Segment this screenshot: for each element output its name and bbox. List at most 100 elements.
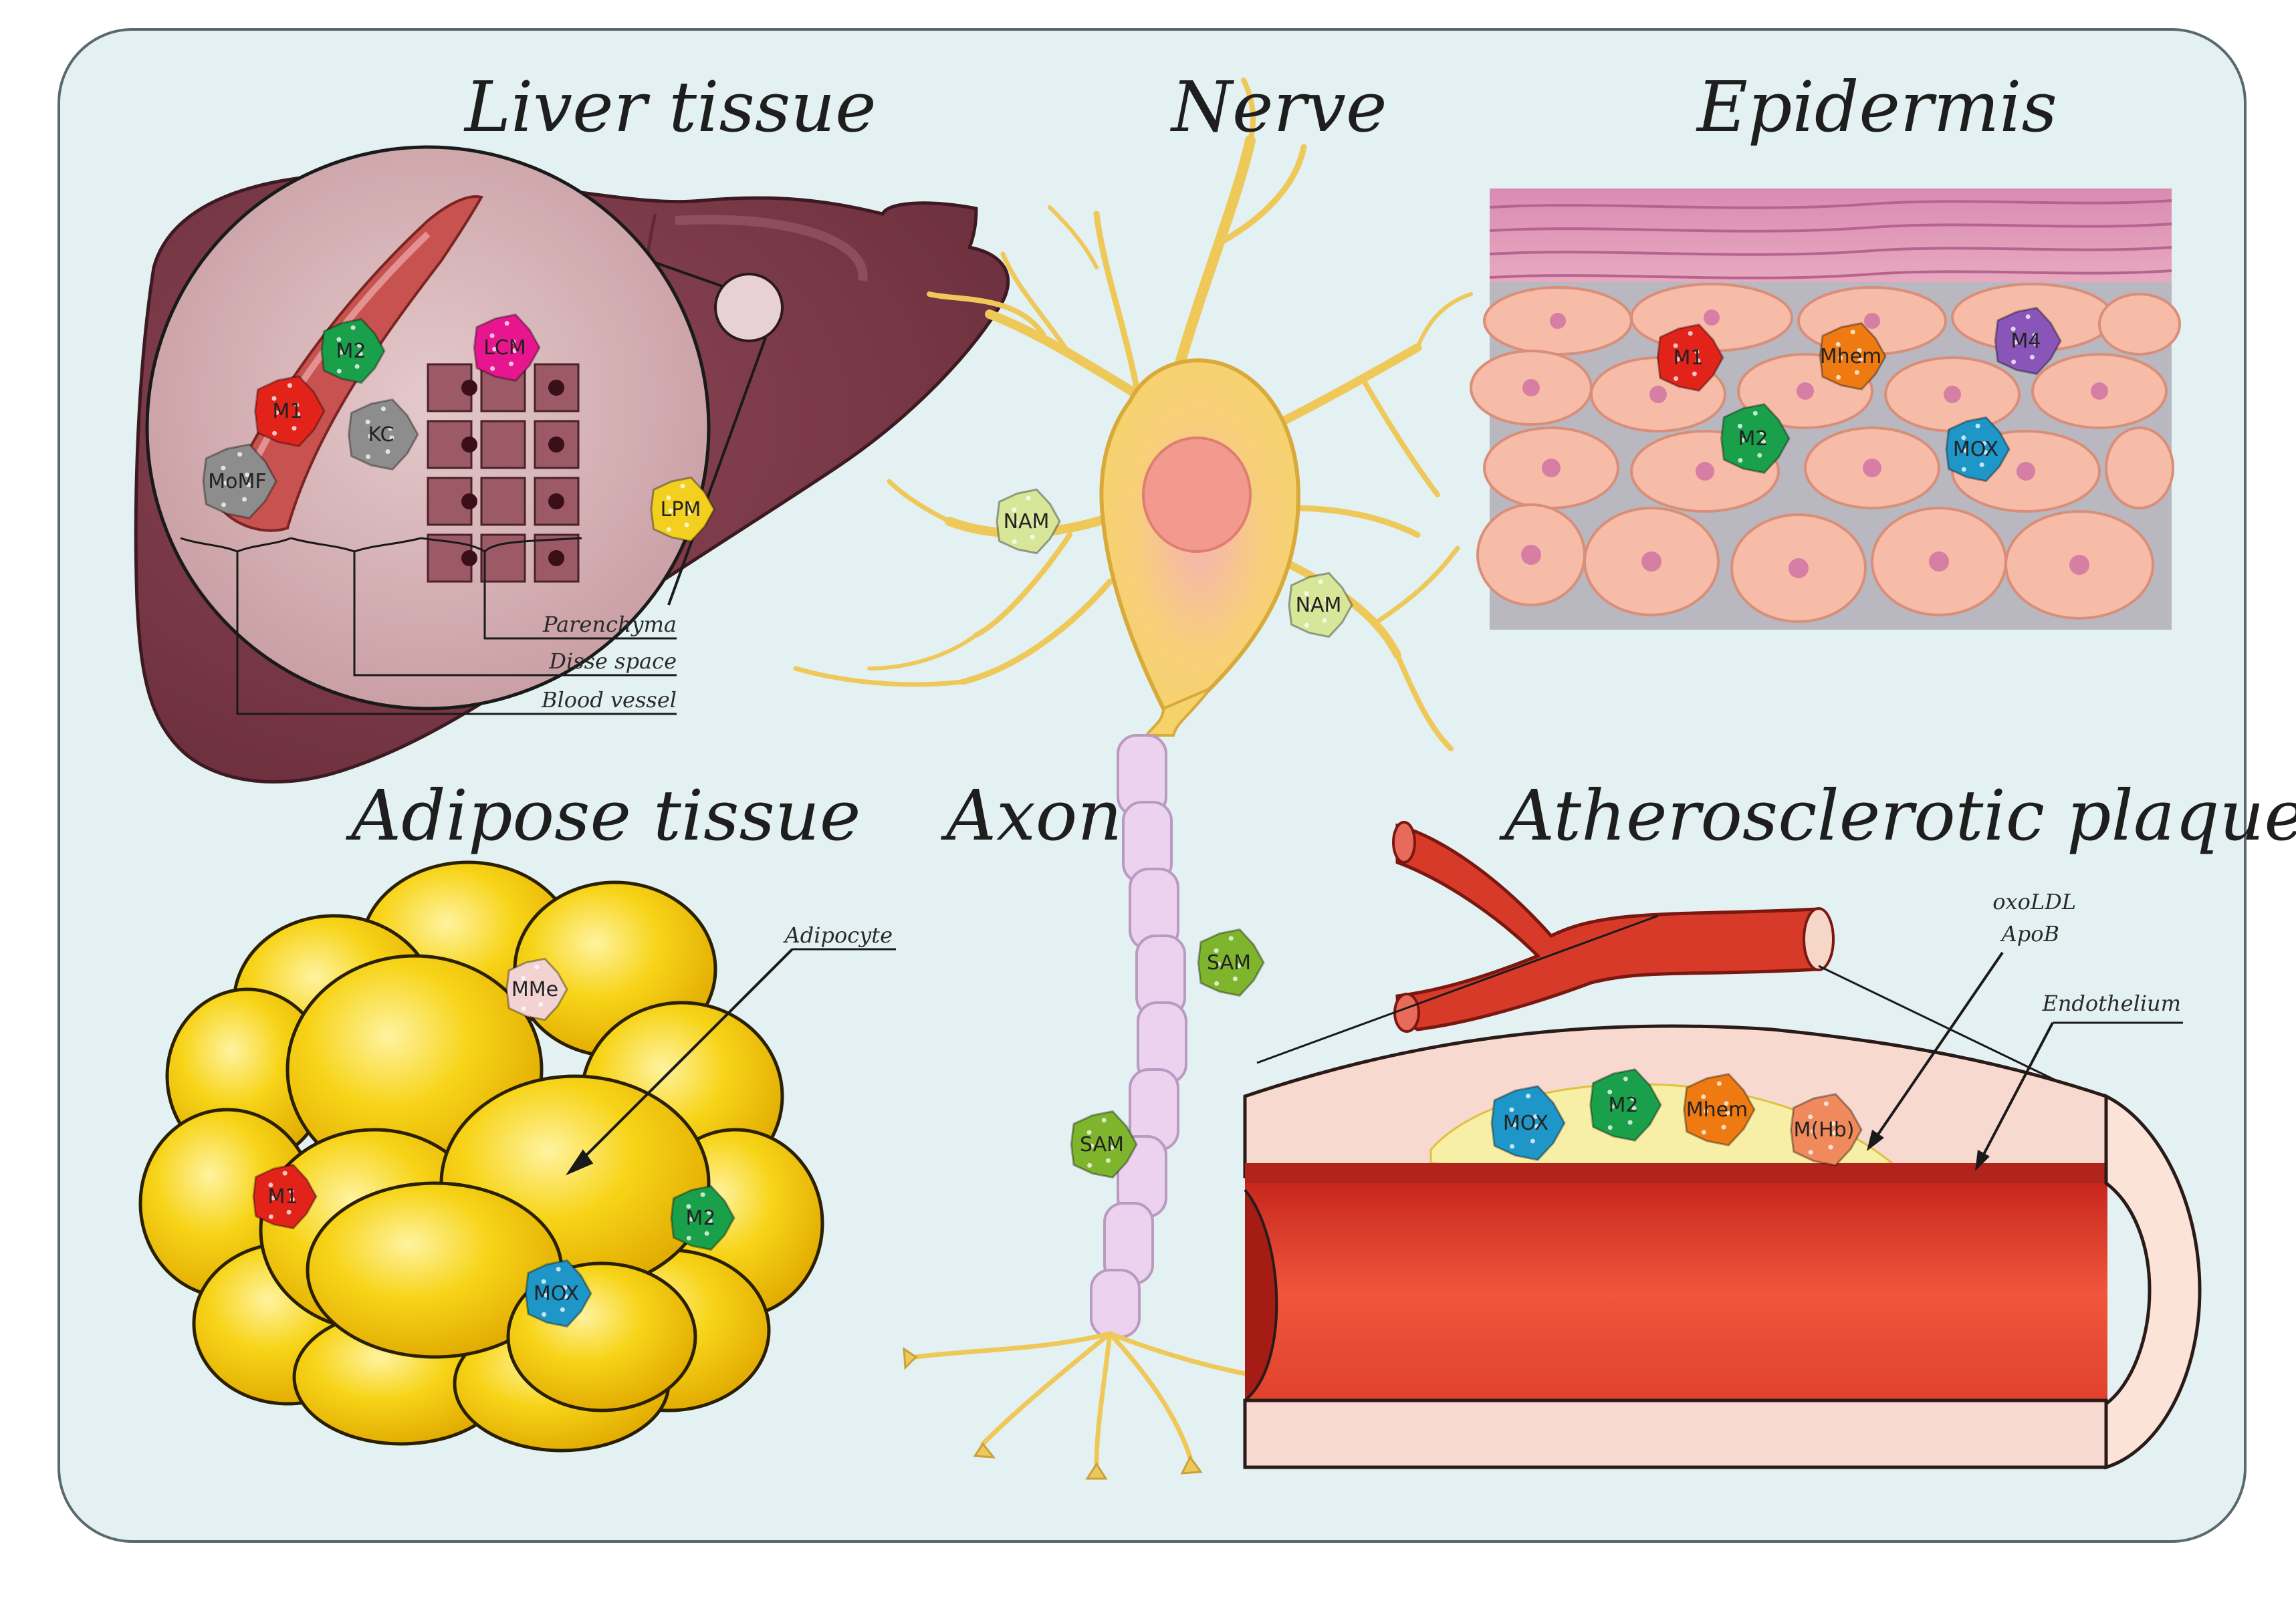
macrophage-label: KC (368, 423, 394, 447)
macrophage-label: M2 (1738, 427, 1768, 451)
macrophage-granule (1740, 437, 1745, 443)
epidermis-illustration (1470, 189, 2181, 630)
macrophage-granule (521, 1006, 526, 1011)
macrophage-granule (1534, 1124, 1540, 1129)
macrophage-granule (700, 1192, 705, 1197)
macrophage-granule (2011, 359, 2017, 364)
macrophage-granule (1828, 1144, 1833, 1150)
endothelium-arrow (1978, 1022, 2054, 1164)
macrophage-axon-sam2: SAM (1070, 1110, 1138, 1179)
macrophage-granule (560, 1307, 565, 1312)
macrophage-body (650, 476, 715, 543)
macrophage-granule (2013, 340, 2019, 345)
macrophage-granule (274, 410, 279, 415)
macrophage-granule (358, 351, 363, 356)
vessel-wall-bottom (1243, 1398, 2108, 1469)
macrophage-granule (1228, 936, 1234, 941)
macrophage-granule (1631, 1106, 1637, 1111)
macrophage-label: MoMF (208, 470, 266, 493)
artery-cut-end (1803, 907, 1835, 971)
macrophage-label: M1 (268, 1185, 298, 1209)
macrophage-granule (1232, 976, 1238, 981)
macrophage-granule (668, 508, 673, 513)
macrophage-body (348, 398, 419, 471)
macrophage-granule (290, 1197, 295, 1202)
oxoldl-arrowhead (1867, 1130, 1884, 1151)
macrophage-label: MOX (534, 1282, 579, 1306)
macrophage-granule (1526, 1094, 1531, 1099)
macrophage-granule (366, 454, 371, 459)
macrophage-axon-sam1: SAM (1197, 928, 1265, 997)
macrophage-adi-mme: MMe (505, 957, 568, 1021)
macrophage-granule (1836, 374, 1841, 380)
artery-low-end (1393, 993, 1420, 1033)
axon-terminals (913, 1331, 1266, 1467)
artery-branch (1395, 823, 1821, 1031)
macrophage-granule (1510, 1144, 1514, 1149)
macrophage-granule (680, 483, 685, 489)
macrophage-granule (489, 333, 495, 338)
macrophage-granule (1724, 1101, 1729, 1106)
macrophage-nerve-nam1: NAM (996, 488, 1061, 555)
macrophage-granule (1304, 591, 1309, 596)
macrophage-granule (1696, 358, 1701, 364)
macrophage-granule (1701, 1130, 1706, 1135)
macrophage-granule (221, 502, 226, 507)
macrophage-granule (1509, 1107, 1514, 1112)
zoom-line-bottom (667, 337, 767, 606)
liver-highlight (675, 215, 868, 282)
macrophage-granule (385, 449, 390, 455)
macrophage-adi-m2: M2 (670, 1185, 735, 1251)
macrophage-granule (1857, 348, 1862, 353)
macrophage-body (1945, 416, 2011, 483)
artery-illustration (1243, 821, 2202, 1470)
macrophage-granule (1701, 1094, 1706, 1100)
macrophage-granule (1808, 1150, 1813, 1155)
macrophage-body (1683, 1073, 1756, 1146)
adipocyte-arrowhead (565, 1149, 594, 1176)
macrophage-granule (1306, 604, 1311, 609)
macrophage-granule (1012, 507, 1017, 513)
macrophage-granule (534, 965, 540, 969)
macrophage-granule (1109, 1145, 1115, 1150)
dendrites (793, 78, 1473, 751)
macrophage-body (1994, 307, 2062, 375)
macrophage-adi-m1: M1 (252, 1163, 318, 1230)
macrophage-granule (523, 988, 528, 993)
macrophage-granule (542, 989, 547, 995)
macrophage-label: Mhem (1820, 345, 1882, 368)
endothelium-arrowhead (1975, 1150, 1990, 1171)
macrophage-granule (1810, 1128, 1815, 1134)
macrophage-granule (687, 509, 693, 515)
macrophage-granule (1963, 448, 1968, 453)
macrophage-granule (282, 1170, 288, 1176)
macrophage-granule (1607, 1125, 1613, 1130)
macrophage-granule (1086, 1130, 1092, 1135)
macrophage-granule (1235, 954, 1240, 959)
macrophage-body (505, 957, 568, 1021)
macrophage-granule (338, 350, 344, 355)
artery-start-end (1392, 821, 1416, 864)
macrophage-liver-m2: M2 (320, 318, 386, 384)
macrophage-granule (1014, 520, 1019, 525)
title-axon: Axon (941, 775, 1122, 856)
macrophage-pl-mhb: M(Hb) (1790, 1093, 1863, 1166)
macrophage-granule (521, 976, 526, 981)
macrophage-granule (704, 1231, 709, 1236)
macrophage-label: LPM (661, 498, 701, 521)
macrophage-granule (511, 339, 516, 344)
macrophage-granule (2029, 354, 2035, 360)
macrophage-granule (294, 402, 300, 408)
note-apob: ApoB (2000, 921, 2059, 947)
adipose-illustration (138, 860, 896, 1453)
macrophage-label: MOX (1953, 438, 1998, 461)
macrophage-granule (666, 495, 671, 501)
macrophage-granule (684, 522, 689, 527)
macrophage-granule (270, 1195, 275, 1201)
macrophage-granule (1835, 342, 1841, 347)
macrophage-granule (666, 527, 671, 532)
macrophage-granule (223, 481, 229, 485)
macrophage-label: SAM (1207, 951, 1251, 975)
macrophage-label: M(Hb) (1794, 1118, 1855, 1142)
